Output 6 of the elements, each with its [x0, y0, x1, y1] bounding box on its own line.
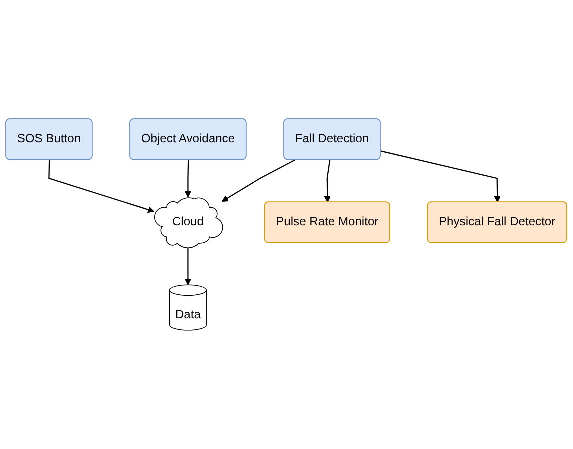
arrow: [184, 160, 192, 198]
arrow: [222, 159, 296, 202]
arrow: [48, 160, 154, 213]
arrow: [184, 247, 192, 286]
arrow: [324, 160, 331, 203]
arrow: [380, 150, 501, 203]
